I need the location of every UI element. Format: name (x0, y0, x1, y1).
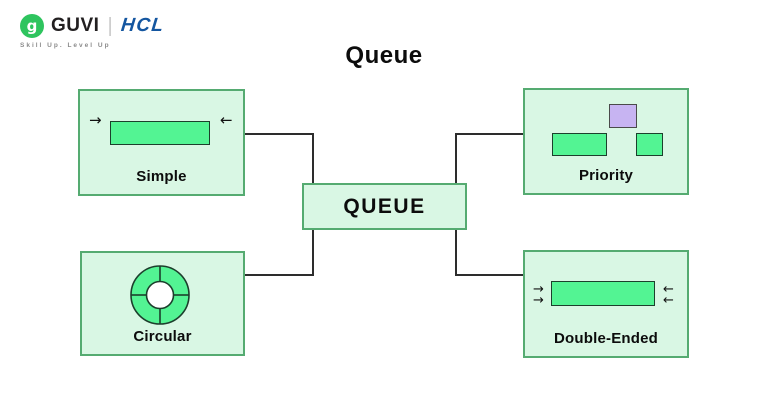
arrow-left-icon: ← (663, 282, 674, 297)
queue-cell (183, 121, 210, 145)
hcl-wordmark: HCL (119, 15, 166, 36)
circular-queue-icon (130, 265, 190, 325)
brand-divider: | (107, 14, 113, 37)
brand-logo: g GUVI | HCL Skill Up. Level Up (20, 14, 166, 49)
queue-cell (576, 281, 604, 306)
node-priority-queue: Priority (523, 88, 689, 195)
connector-line (455, 133, 457, 185)
connector-line (455, 133, 523, 135)
arrow-right-icon: → (533, 293, 544, 309)
double-arrow-right-icon: → → (533, 282, 544, 309)
guvi-logo-icon: g (20, 14, 44, 38)
connector-line (312, 133, 314, 185)
node-label-simple: Simple (136, 168, 187, 185)
node-label-double-ended: Double-Ended (553, 330, 659, 347)
connector-line (312, 228, 314, 276)
arrow-left-icon: ← (220, 111, 233, 129)
priority-queue-cells (552, 133, 607, 156)
queue-center-label: QUEUE (343, 194, 426, 218)
queue-cell (578, 133, 607, 156)
queue-cell (552, 133, 580, 156)
connector-line (245, 133, 314, 135)
priority-highlight-cell (609, 104, 637, 128)
node-circular-queue: Circular (80, 251, 245, 356)
arrow-right-icon: → (89, 111, 102, 129)
connector-line (455, 274, 523, 276)
arrow-right-icon: → (533, 282, 544, 297)
brand-tagline: Skill Up. Level Up (20, 42, 111, 49)
double-ended-queue-cells (551, 281, 655, 306)
queue-cell (551, 281, 578, 306)
queue-cell (627, 281, 655, 306)
queue-cell (134, 121, 161, 145)
queue-cell (602, 281, 629, 306)
double-arrow-left-icon: ← ← (663, 282, 674, 309)
node-simple-queue: → ← Simple (78, 89, 245, 196)
node-label-circular: Circular (133, 328, 192, 345)
connector-line (455, 228, 457, 276)
queue-cell (636, 133, 663, 156)
connector-line (245, 274, 314, 276)
queue-center-node: QUEUE (302, 183, 467, 230)
guvi-wordmark: GUVI (51, 15, 100, 36)
node-label-priority: Priority (578, 167, 634, 184)
queue-cell (110, 121, 136, 145)
node-double-ended-queue: → → ← ← Double-Ended (523, 250, 689, 358)
page-title: Queue (345, 42, 423, 69)
simple-queue-cells (110, 121, 210, 145)
queue-cell (159, 121, 185, 145)
arrow-left-icon: ← (663, 293, 674, 309)
